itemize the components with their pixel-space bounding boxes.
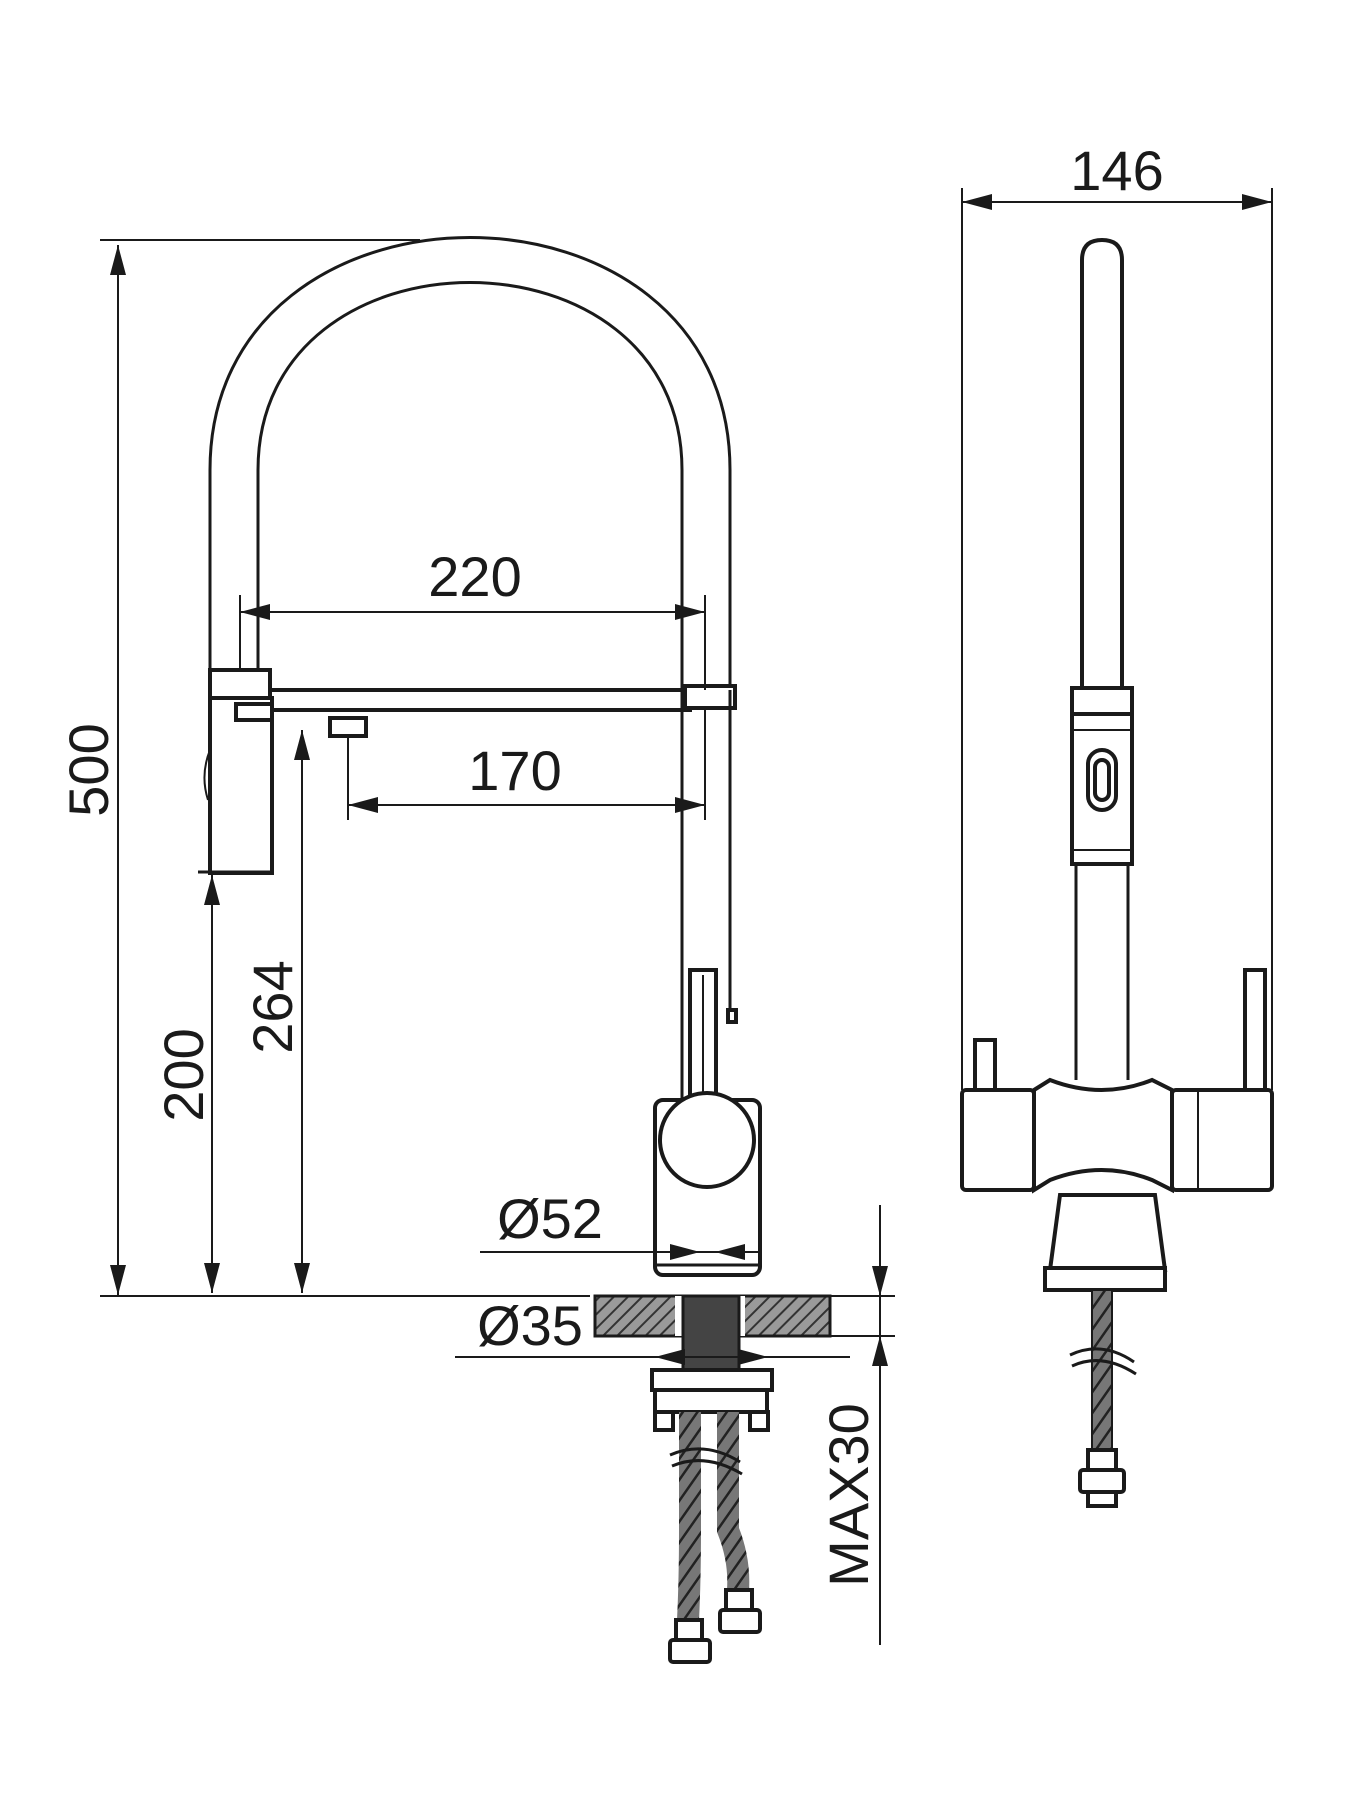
- side-spray-button: [1093, 758, 1111, 802]
- side-hose-connector: [1078, 1448, 1126, 1508]
- side-body-left: [960, 1088, 1036, 1192]
- dim-d35-arrow-right: [738, 1349, 768, 1365]
- dim-200-arrow-top: [204, 875, 220, 905]
- fixing-bolt-left: [653, 1410, 675, 1432]
- side-body-center: [1032, 1077, 1174, 1194]
- dim-170-arrow-left: [348, 797, 378, 813]
- dim-max30-arrow-top: [872, 1266, 888, 1296]
- spray-button: [203, 749, 211, 801]
- dim-146-arrow-left: [962, 194, 992, 210]
- dim-d35-arrow-left: [655, 1349, 685, 1365]
- side-spout: [1080, 237, 1124, 692]
- dim-220-arrow-left: [240, 604, 270, 620]
- side-base: [1047, 1193, 1168, 1272]
- side-body-right: [1170, 1088, 1274, 1192]
- dim-500-arrow-bottom: [110, 1265, 126, 1295]
- dim-146-label: 146: [1070, 139, 1163, 202]
- dim-d35-label: Ø35: [477, 1294, 583, 1357]
- spray-collar: [208, 668, 272, 700]
- side-spray-collar: [1070, 686, 1134, 716]
- side-view-dimensions: 146: [961, 139, 1273, 1090]
- hose-connector-right: [718, 1588, 762, 1634]
- dim-220-arrow-right: [675, 604, 705, 620]
- fixing-nut: [653, 1388, 769, 1414]
- spray-head: [208, 696, 274, 875]
- spray-head-ring: [234, 702, 274, 722]
- supply-hose-right: [717, 1412, 750, 1591]
- hose-connector-left: [668, 1618, 712, 1664]
- supply-hose-left: [677, 1412, 701, 1621]
- dim-170-arrow-right: [675, 797, 705, 813]
- spout-arch-outer: [208, 236, 732, 690]
- side-hose-break-mark-2: [1071, 1359, 1137, 1376]
- spout-collar: [683, 684, 737, 710]
- dim-146-arrow-right: [1242, 194, 1272, 210]
- faucet-column: [680, 690, 732, 1100]
- side-knob: [726, 1008, 738, 1024]
- dim-500-label: 500: [57, 723, 120, 816]
- dim-max30-arrow-bottom: [872, 1336, 888, 1366]
- front-view: [198, 236, 832, 1664]
- side-lever-right: [1243, 968, 1267, 1092]
- dim-200-arrow-bottom: [204, 1263, 220, 1293]
- dim-d52-label: Ø52: [497, 1187, 603, 1250]
- side-lever-left: [973, 1038, 997, 1097]
- side-view: [960, 237, 1274, 1508]
- side-column: [1074, 864, 1130, 1080]
- fixing-washer: [650, 1368, 774, 1392]
- dim-264-arrow-top: [294, 730, 310, 760]
- front-view-dimensions: 500 200 264 220 170 Ø52: [57, 239, 895, 1645]
- hose-break-mark-2: [671, 1459, 743, 1476]
- side-supply-hose: [1091, 1289, 1113, 1451]
- dim-d52-arrow-right: [715, 1244, 745, 1260]
- dim-500-arrow-top: [110, 245, 126, 275]
- spray-nozzle-tab: [328, 716, 368, 738]
- dim-max30-label: MAX30: [817, 1403, 880, 1587]
- side-base-flange: [1043, 1266, 1167, 1292]
- handle-cartridge: [658, 1091, 756, 1189]
- dim-d52-arrow-left: [670, 1244, 700, 1260]
- dim-220-label: 220: [428, 545, 521, 608]
- hose-break-mark: [669, 1447, 741, 1464]
- dim-170-label: 170: [468, 739, 561, 802]
- dim-264-label: 264: [241, 960, 304, 1053]
- spout-arch-inner: [256, 281, 684, 690]
- dim-264-arrow-bottom: [294, 1263, 310, 1293]
- dim-200-label: 200: [152, 1028, 215, 1121]
- spray-holder-arm: [268, 688, 692, 712]
- fixing-bolt-right: [748, 1410, 770, 1432]
- side-hose-break-mark: [1069, 1347, 1135, 1364]
